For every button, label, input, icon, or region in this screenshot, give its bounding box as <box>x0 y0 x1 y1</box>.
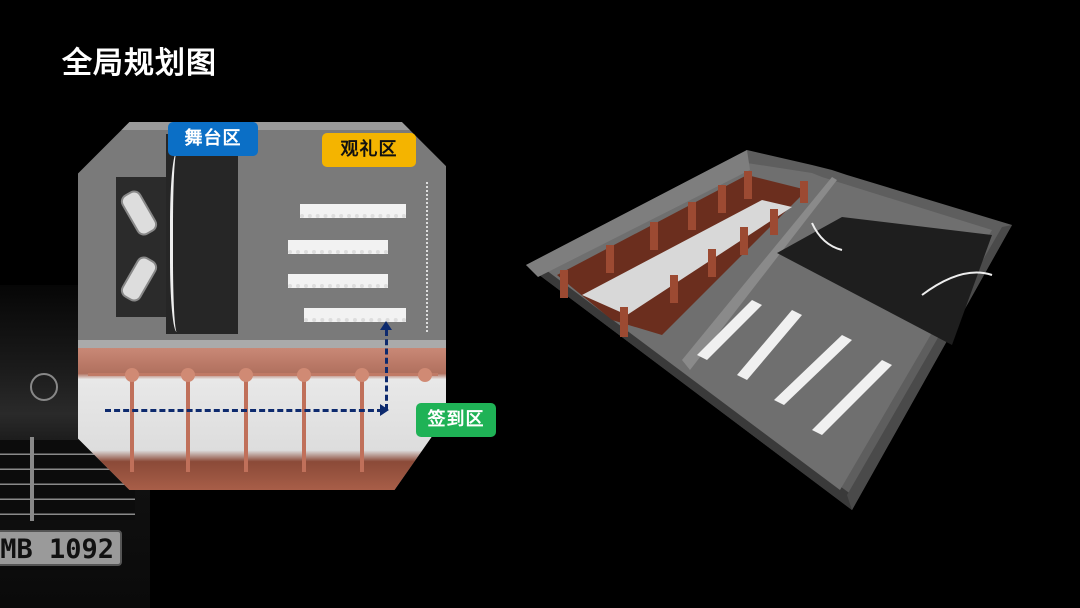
checkin-area-tag: 签到区 <box>416 403 496 437</box>
truss-post-cap <box>297 368 311 382</box>
truss-post <box>244 372 248 472</box>
stanchion-chain <box>426 182 430 332</box>
truss-post <box>360 372 364 472</box>
truss-post-cap <box>181 368 195 382</box>
checkin-corridor <box>78 348 446 490</box>
plan-top-wall <box>78 122 446 130</box>
stage-led-curve <box>170 152 187 332</box>
route-arrow-up-icon <box>380 321 392 330</box>
floor-plan-topview <box>78 122 446 490</box>
venue-3d-render <box>526 150 1012 510</box>
seating-row <box>288 274 388 288</box>
car-grille-bar <box>30 437 34 521</box>
stage-area-tag: 舞台区 <box>168 122 258 156</box>
route-line-horizontal <box>105 409 383 412</box>
truss-rail <box>88 373 438 376</box>
car-logo-icon <box>30 373 58 401</box>
truss-post <box>186 372 190 472</box>
slide-title: 全局规划图 <box>62 46 217 81</box>
truss-post <box>130 372 134 472</box>
truss-post-cap <box>418 368 432 382</box>
audience-area-tag: 观礼区 <box>322 133 416 167</box>
seating-row <box>288 240 388 254</box>
truss-post-cap <box>239 368 253 382</box>
route-line-vertical <box>385 330 388 410</box>
truss-post-cap <box>125 368 139 382</box>
truss-post <box>302 372 306 472</box>
license-plate: MB 1092 <box>0 530 122 566</box>
seating-row <box>304 308 406 322</box>
partition-wall <box>78 340 446 348</box>
seating-row <box>300 204 406 218</box>
truss-post-cap <box>355 368 369 382</box>
route-arrow-right-icon <box>380 404 389 416</box>
